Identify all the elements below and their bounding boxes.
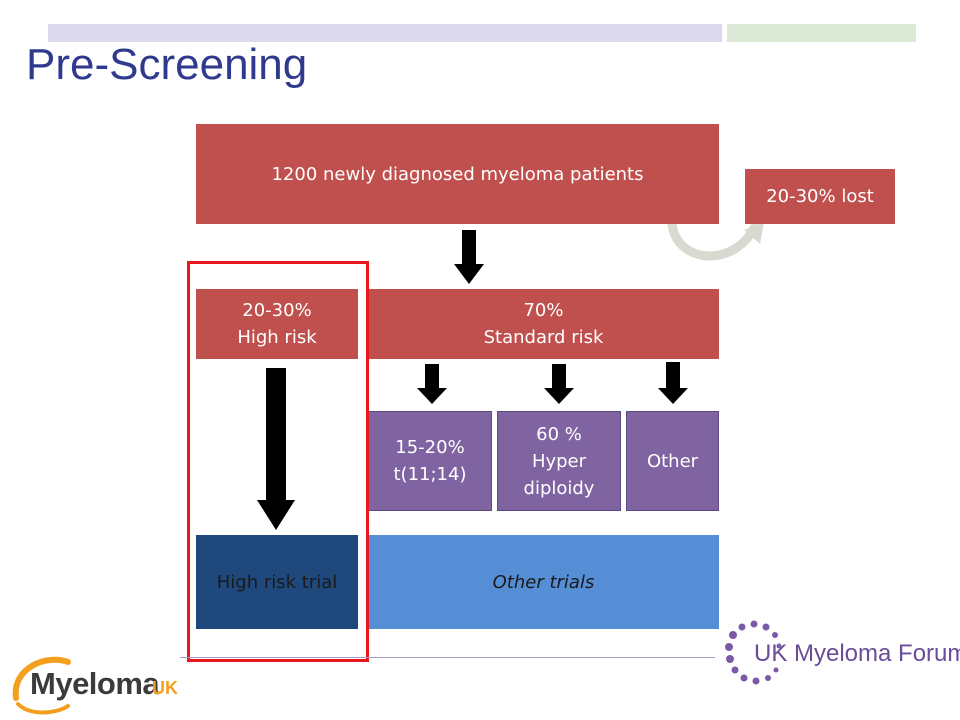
newly-diagnosed-box: 1200 newly diagnosed myeloma patients — [196, 124, 719, 224]
down-arrow-icon — [544, 364, 574, 404]
logo-suffix-text: UK — [152, 678, 178, 698]
uk-myeloma-forum-logo: UK Myeloma Forum — [722, 618, 960, 690]
myeloma-uk-logo: Myeloma UK — [10, 652, 186, 716]
subgroup-hyperdiploidy-box: 60 % Hyper diploidy — [497, 411, 621, 511]
forum-ring-icon — [725, 620, 782, 685]
down-arrow-icon — [257, 368, 295, 530]
logo-swoosh-icon — [12, 656, 71, 715]
curved-arrow-icon — [667, 217, 764, 261]
forum-logo-text: UK Myeloma Forum — [754, 640, 960, 667]
logo-main-text: Myeloma — [30, 666, 160, 701]
high-risk-highlight — [187, 261, 369, 662]
footer-divider — [180, 657, 715, 658]
other-trials-box: Other trials — [368, 535, 719, 629]
subgroup-t11-14-box: 15-20% t(11;14) — [368, 411, 492, 511]
down-arrow-icon — [417, 364, 447, 404]
down-arrow-icon — [454, 230, 484, 284]
down-arrow-icon — [658, 362, 688, 404]
slide-title: Pre-Screening — [26, 40, 308, 89]
high-risk-trial-box: High risk trial — [196, 535, 358, 629]
header-bar-purple — [48, 24, 722, 42]
standard-risk-box: 70% Standard risk — [368, 289, 719, 359]
subgroup-other-box: Other — [626, 411, 719, 511]
lost-box: 20-30% lost — [745, 169, 895, 224]
header-bar-green — [727, 24, 916, 42]
high-risk-box: 20-30% High risk — [196, 289, 358, 359]
